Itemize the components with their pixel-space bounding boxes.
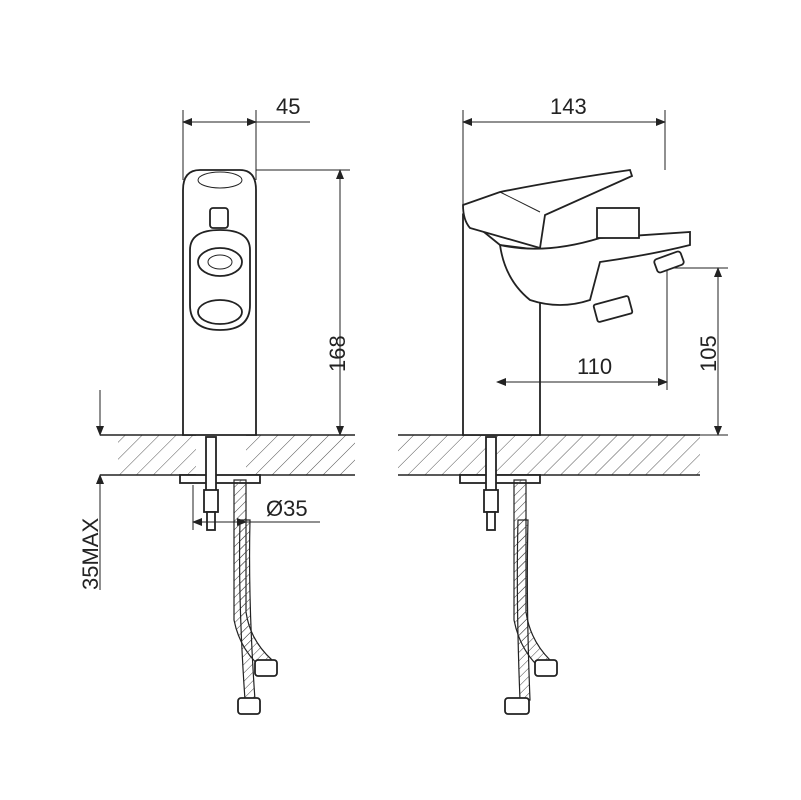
dimension-hole-35: Ø35 (192, 485, 320, 530)
hole-label: Ø35 (266, 496, 308, 521)
dimension-deck-35max: 35MAX (78, 390, 104, 590)
spout-reach-label: 110 (577, 354, 612, 379)
depth-label: 143 (550, 94, 587, 119)
front-view-faucet (179, 169, 278, 715)
spout-height-label: 105 (696, 335, 721, 372)
width-label: 45 (276, 94, 300, 119)
dimension-height-168: 168 (256, 169, 350, 436)
dimension-depth-143: 143 (462, 94, 666, 205)
dimension-spout-height-105: 105 (672, 267, 728, 436)
dimension-width-45: 45 (182, 94, 310, 180)
deck-label: 35MAX (78, 518, 103, 590)
dimension-spout-reach-110: 110 (496, 270, 668, 390)
countertop-right (398, 434, 700, 476)
height-label: 168 (325, 335, 350, 372)
